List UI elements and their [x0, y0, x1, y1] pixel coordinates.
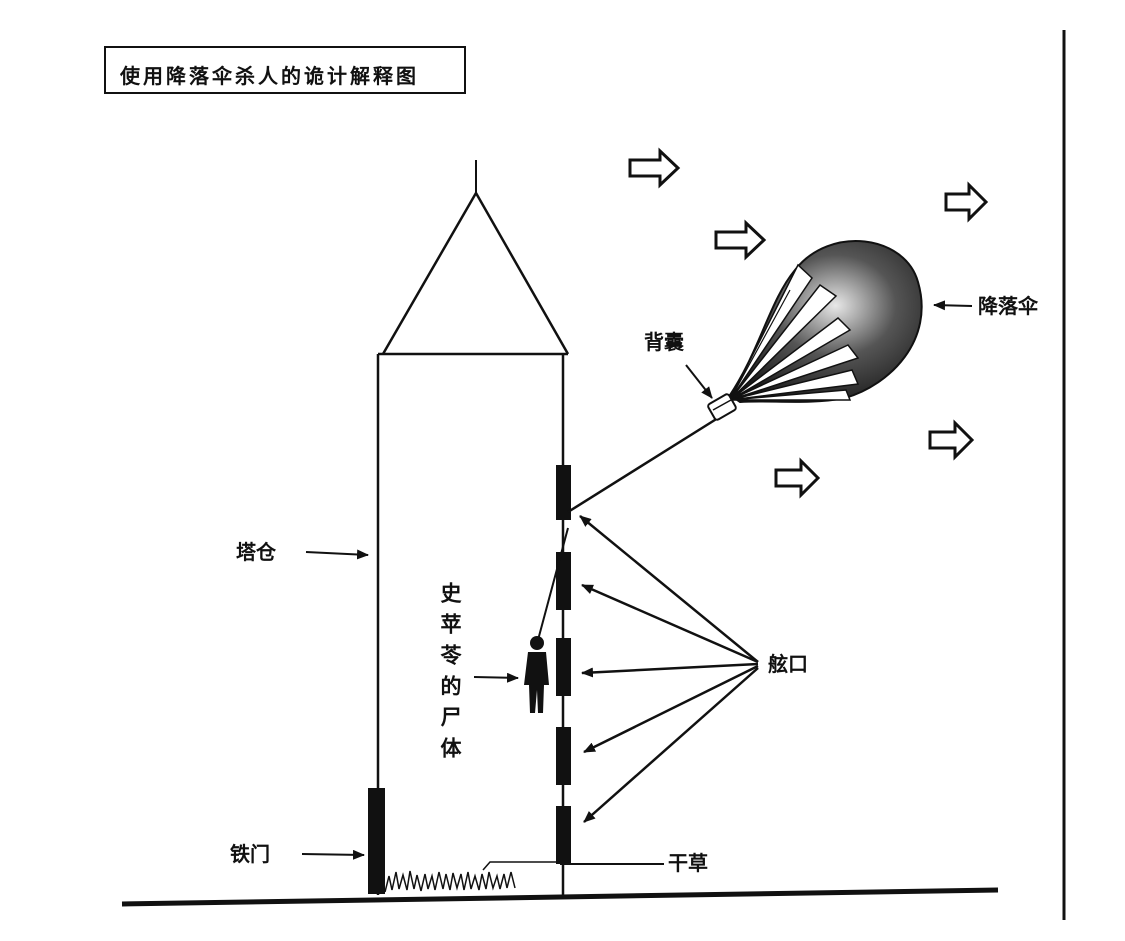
tower-body	[376, 352, 568, 895]
body-label: 史苹苓的尸体	[438, 582, 463, 768]
tower-label: 塔仓	[236, 540, 276, 564]
body-figure	[524, 636, 549, 713]
window-label: 舷口	[768, 652, 808, 676]
window-slots	[556, 465, 571, 864]
pointer-arrows	[301, 300, 973, 865]
title-box: 使用降落伞杀人的诡计解释图	[104, 46, 466, 94]
tower-roof	[381, 160, 570, 355]
diagram-title: 使用降落伞杀人的诡计解释图	[120, 64, 419, 88]
iron-door	[368, 788, 385, 894]
window-pointer-arrows	[579, 515, 759, 823]
iron-door-label: 铁门	[230, 842, 270, 866]
hay-pile	[384, 861, 560, 893]
body-rope	[537, 527, 569, 641]
backpack-label: 背囊	[644, 330, 684, 354]
parachute-label: 降落伞	[978, 294, 1038, 318]
parachute-rope	[567, 416, 719, 514]
wind-arrows	[628, 147, 989, 499]
ground-line	[121, 887, 999, 907]
hay-label: 干草	[668, 851, 708, 875]
parachute	[707, 240, 923, 421]
